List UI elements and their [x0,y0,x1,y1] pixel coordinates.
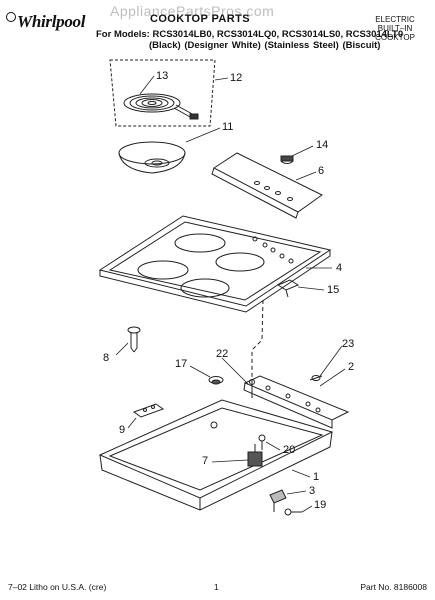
callout-number: 22 [216,348,229,360]
page-title: COOKTOP PARTS [150,13,250,25]
brand-logo: Whirlpool [6,12,85,32]
product-type: ELECTRIC BUILT–IN COOKTOP [363,15,427,42]
callout-number: 11 [222,121,234,133]
callout-number: 8 [103,352,110,364]
product-type-line: COOKTOP [375,33,415,42]
callout-number: 7 [202,455,209,467]
callout-number: 17 [175,358,188,370]
part-9-bracket [132,403,165,418]
callout-number: 12 [230,72,243,84]
callout-number: 1 [313,471,320,483]
print-info: 7–02 Litho on U.S.A. (cre) [8,582,107,592]
part-11-drip-bowl [118,141,186,174]
part-19-screw [284,508,302,516]
callout-number: 3 [309,485,316,497]
part-6-control-bracket [211,152,323,219]
part-7-terminal-block [247,444,263,467]
part-1-bottom-box [98,399,334,511]
part-22-screw [249,379,255,398]
model-variants: (Black) (Designer White) (Stainless Stee… [149,40,381,51]
part-number: Part No. 8186008 [360,582,427,592]
callout-leader-lines [115,75,346,513]
part-14-control-knob [280,155,294,164]
assembly-guide-line [251,299,264,380]
logo-ring-icon [6,12,16,22]
callout-number: 15 [327,284,340,296]
callout-number: 20 [283,444,296,456]
callout-number: 2 [348,361,355,373]
product-type-line: ELECTRIC [375,15,415,24]
callout-number: 9 [119,424,126,436]
part-4-cooktop-top [98,215,332,313]
part-3-clamp [269,489,287,512]
callout-number: 23 [342,338,355,350]
part-17-grommet [208,376,224,385]
part-12-element-box [109,59,216,127]
part-23-screw [309,375,323,381]
callout-number: 14 [316,139,329,151]
watermark-text: AppliancePartsPros.com [110,3,275,19]
page-number: 1 [214,582,219,592]
part-13-heating-element [123,93,199,120]
part-8-screw [127,326,141,353]
product-type-line: BUILT–IN [377,24,413,33]
callout-number: 4 [336,262,343,274]
callout-number: 13 [156,70,169,82]
part-15-clip [276,279,300,298]
part-20-screw [258,434,266,450]
callout-number: 6 [318,165,325,177]
callout-number: 19 [314,499,327,511]
part-2-mounting-bracket [243,375,350,429]
brand-name: Whirlpool [17,12,86,31]
model-list: For Models: RCS3014LB0, RCS3014LQ0, RCS3… [96,29,404,40]
